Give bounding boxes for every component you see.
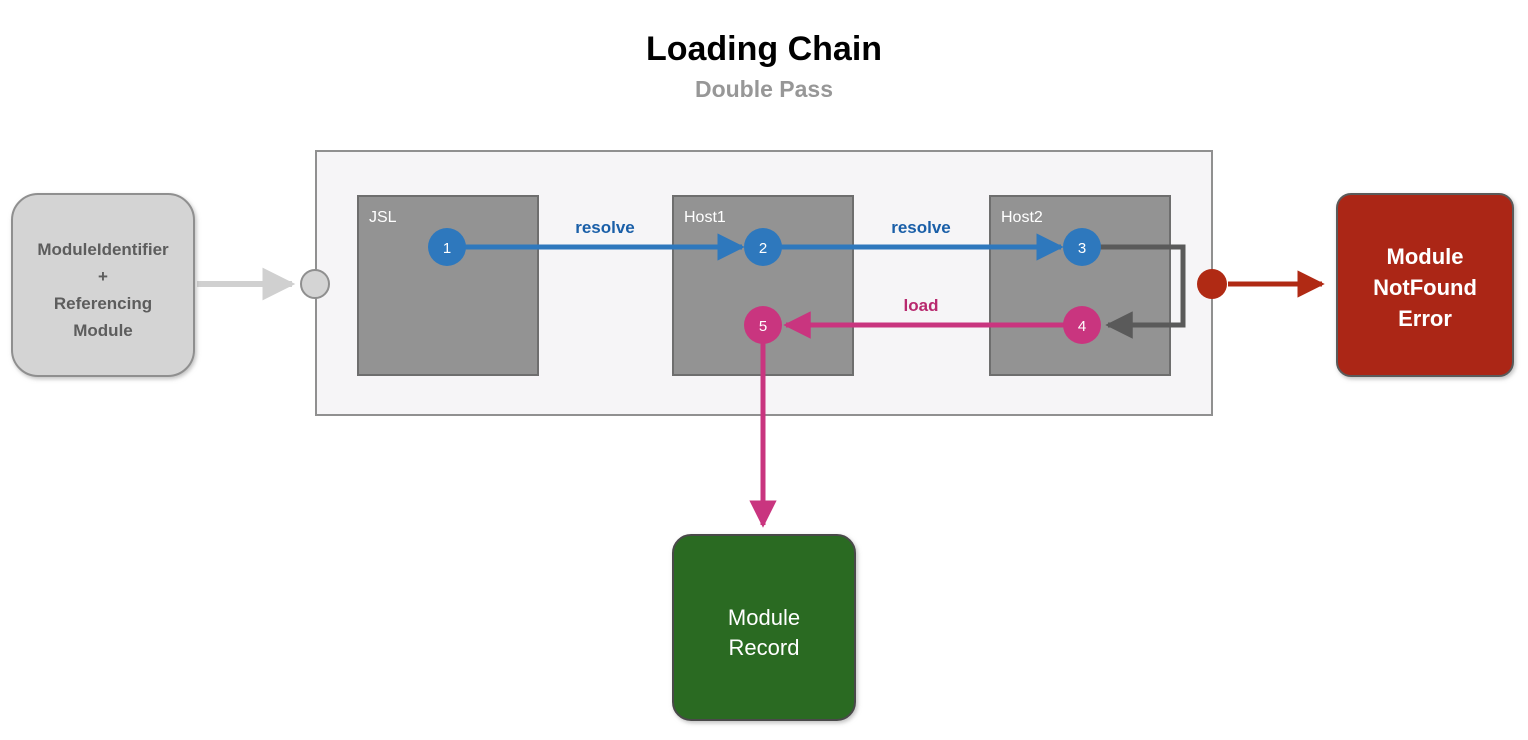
module-not-found-error-box[interactable]: Module NotFound Error (1336, 193, 1514, 377)
lane-host1 (672, 195, 854, 376)
record-box-line2: Record (729, 635, 800, 660)
lane-jsl (357, 195, 539, 376)
edge-label-resolve-2: resolve (891, 218, 951, 237)
page-subtitle: Double Pass (695, 76, 833, 102)
edge-label-load: load (904, 296, 939, 315)
node-4-label: 4 (1078, 318, 1086, 335)
node-5-label: 5 (759, 318, 767, 335)
error-dot[interactable] (1197, 269, 1227, 299)
module-record-box[interactable]: Module Record (672, 534, 856, 721)
error-box-line3: Error (1398, 306, 1452, 331)
page-title: Loading Chain (646, 30, 882, 68)
lane-host2 (989, 195, 1171, 376)
node-4[interactable]: 4 (1063, 306, 1101, 344)
node-3[interactable]: 3 (1063, 228, 1101, 266)
module-identifier-line1: ModuleIdentifier (37, 240, 169, 259)
node-1-label: 1 (443, 240, 451, 257)
module-identifier-line4: Module (73, 321, 133, 340)
edge-loop-3-4 (1100, 244, 1186, 339)
node-3-label: 3 (1078, 240, 1086, 257)
node-1[interactable]: 1 (428, 228, 466, 266)
lane-jsl-label: JSL (369, 209, 397, 226)
entry-dot[interactable] (300, 269, 330, 299)
error-box-line1: Module (1387, 244, 1464, 269)
edge-label-resolve-1: resolve (575, 218, 635, 237)
node-2[interactable]: 2 (744, 228, 782, 266)
node-5[interactable]: 5 (744, 306, 782, 344)
module-identifier-line2: + (98, 267, 108, 286)
record-box-line1: Module (728, 605, 800, 630)
lane-host1-label: Host1 (684, 209, 726, 226)
module-identifier-box[interactable]: ModuleIdentifier + Referencing Module (11, 193, 195, 377)
error-box-line2: NotFound (1373, 275, 1477, 300)
node-2-label: 2 (759, 240, 767, 257)
lane-host2-label: Host2 (1001, 209, 1043, 226)
module-identifier-line3: Referencing (54, 294, 152, 313)
